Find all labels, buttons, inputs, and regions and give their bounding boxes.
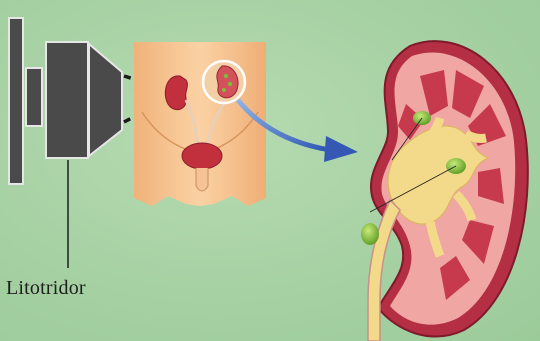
kidney-cross-section [361,41,528,341]
lithotripter-device [9,18,122,268]
kidney-stone [361,223,379,245]
lithotripter-label: Litotridor [6,277,86,300]
torso-illustration [134,42,266,206]
